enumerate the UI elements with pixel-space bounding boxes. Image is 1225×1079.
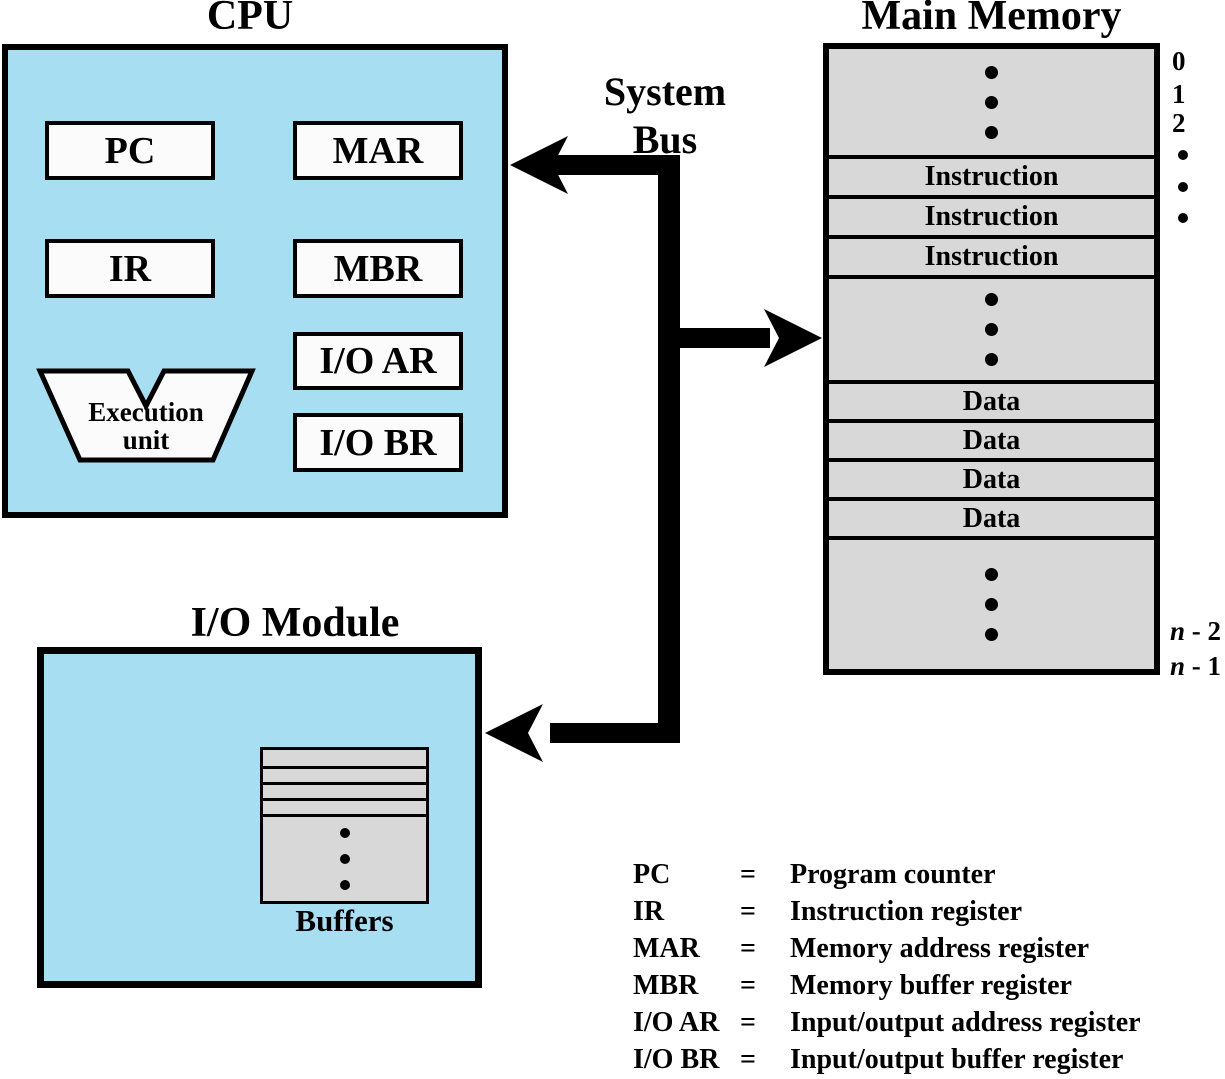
bus-arrowhead-to-cpu [510,136,568,194]
legend-desc: Program counter [790,858,996,890]
ellipsis-dot [985,628,998,641]
memory-address-2: 2 [1172,108,1186,138]
legend-desc: Input/output buffer register [790,1043,1124,1075]
legend-equals: = [740,858,756,890]
io-br-register: I/O BR [293,413,463,472]
memory-data-cell: Data [829,380,1154,419]
execution-unit-shape [36,368,256,463]
memory-top-cells [829,49,1154,155]
legend-desc: Memory buffer register [790,969,1072,1001]
execution-unit-label-line1: Execution [88,397,204,427]
legend-desc: Instruction register [790,895,1022,927]
main-memory-title: Main Memory [861,0,1122,39]
address-ellipsis-dot [1178,150,1188,160]
ellipsis-dot [985,95,998,109]
legend-equals: = [740,1043,756,1075]
memory-bottom-cells [829,536,1154,669]
legend-equals: = [740,932,756,964]
legend-equals: = [740,969,756,1001]
legend-key: I/O AR [633,1006,720,1038]
legend-row: PC = Program counter [633,856,1141,893]
legend-row: IR = Instruction register [633,893,1141,930]
address-ellipsis-dot [1178,182,1188,192]
legend-key: PC [633,858,671,890]
execution-unit-label-line2: unit [122,425,170,455]
bus-arm-to-memory [658,328,770,348]
bus-arm-to-io-module [550,723,680,743]
bus-arm-to-cpu [552,155,680,175]
legend-key: MBR [633,969,699,1001]
memory-address-0: 0 [1172,46,1186,76]
address-ellipsis-dot [1178,213,1188,223]
legend-key: IR [633,895,665,927]
memory-instruction-cell: Instruction [829,235,1154,275]
legend-key: MAR [633,932,700,964]
execution-unit-label: Execution unit [60,398,232,454]
ellipsis-dot [985,293,998,306]
buffers-label: Buffers [295,903,394,938]
legend: PC = Program counter IR = Instruction re… [633,856,1141,1078]
legend-desc: Memory address register [790,932,1090,964]
memory-address-n-1: n - 1 [1170,651,1222,681]
system-bus-trunk [658,155,680,743]
cpu-title: CPU [206,0,294,39]
legend-row: I/O AR = Input/output address register [633,1004,1141,1041]
legend-row: MBR = Memory buffer register [633,967,1141,1004]
legend-row: I/O BR = Input/output buffer register [633,1041,1141,1078]
memory-address-1: 1 [1172,79,1186,109]
ellipsis-dot [339,828,350,838]
ellipsis-dot [339,854,350,864]
buffer-slot [263,782,426,798]
legend-equals: = [740,895,756,927]
buffer-slot [263,766,426,782]
memory-data-cell: Data [829,497,1154,536]
pc-register: PC [45,121,215,180]
bus-arrowhead-to-io-module [485,704,543,762]
ellipsis-dot [985,65,998,79]
ellipsis-dot [339,880,350,890]
io-module-title: I/O Module [190,600,400,646]
memory-address-n-2: n - 2 [1170,616,1222,646]
ellipsis-dot [985,353,998,366]
legend-key: I/O BR [633,1043,720,1075]
system-bus-label-line2: Bus [632,117,698,162]
ir-register: IR [45,239,215,298]
legend-desc: Input/output address register [790,1006,1141,1038]
ellipsis-dot [985,568,998,581]
mar-register: MAR [293,121,463,180]
ellipsis-dot [985,598,998,611]
memory-middle-cells [829,275,1154,380]
io-buffers-stack [260,747,429,904]
system-bus-label: System Bus [565,68,765,164]
legend-row: MAR = Memory address register [633,930,1141,967]
ellipsis-dot [985,323,998,336]
io-ar-register: I/O AR [293,332,463,390]
system-bus-label-line1: System [603,69,727,114]
ellipsis-dot [985,125,998,139]
legend-equals: = [740,1006,756,1038]
memory-instruction-cell: Instruction [829,155,1154,195]
buffer-slot [263,798,426,814]
bus-arrowhead-to-memory [764,309,822,367]
mbr-register: MBR [293,239,463,298]
memory-instruction-cell: Instruction [829,195,1154,235]
memory-data-cell: Data [829,419,1154,458]
main-memory-box: Instruction Instruction Instruction Data… [823,43,1160,675]
memory-data-cell: Data [829,458,1154,497]
buffer-more-slots [263,814,426,901]
buffer-slot [263,750,426,766]
